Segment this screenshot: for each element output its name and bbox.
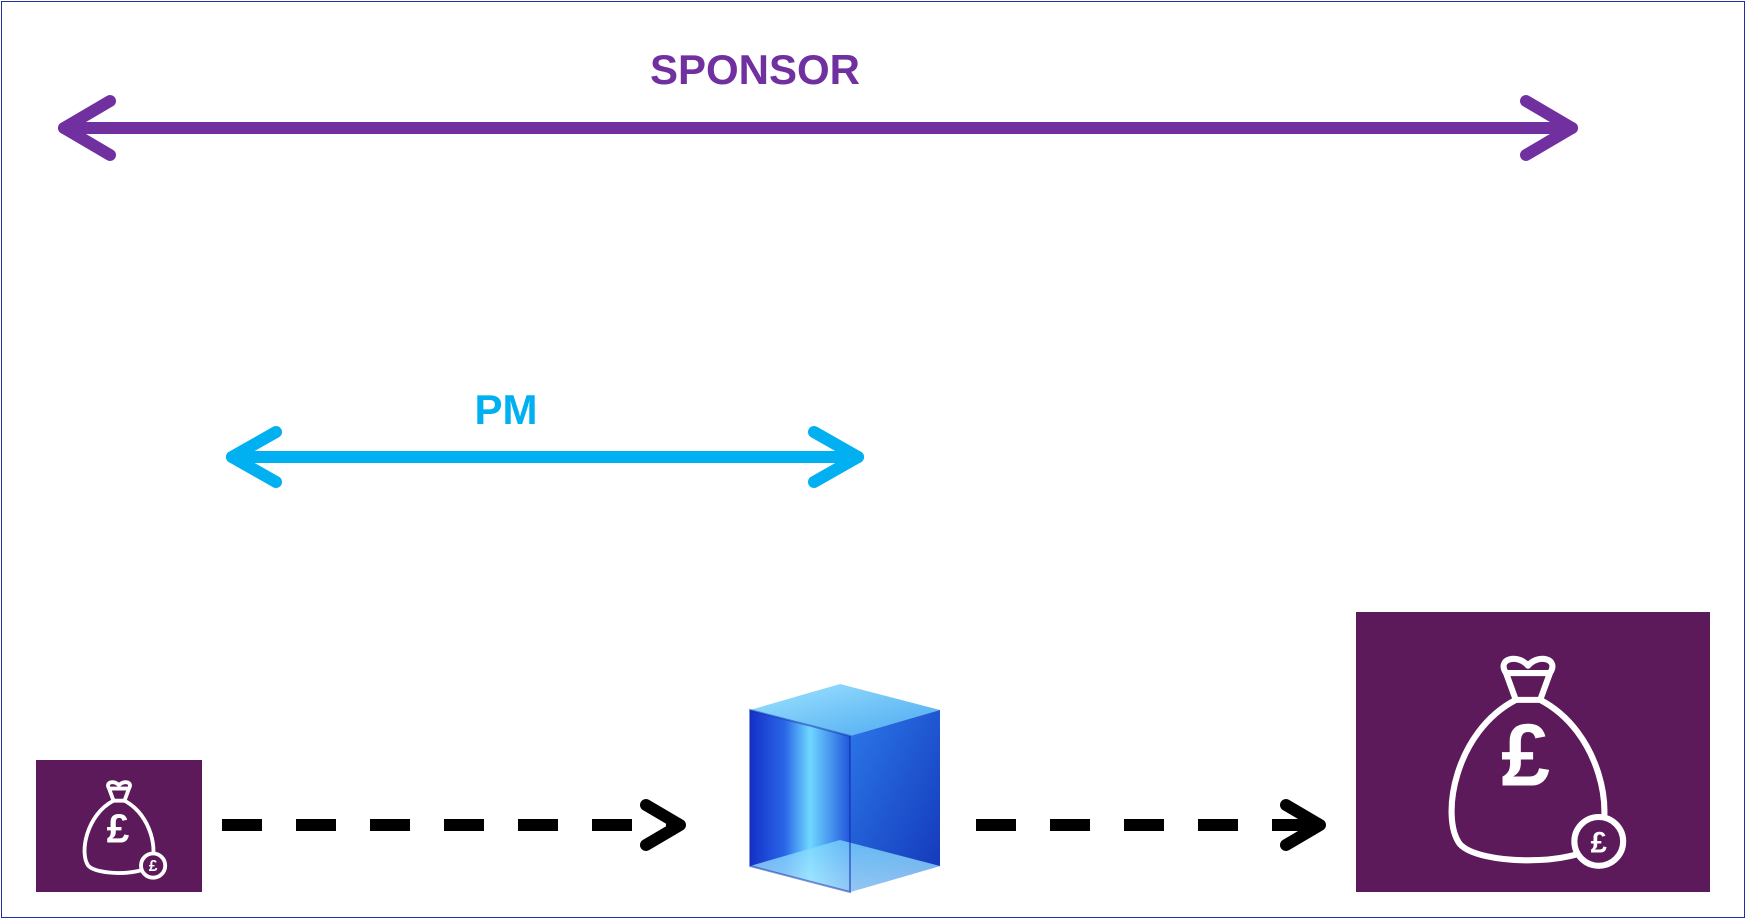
pm-scope-arrow	[226, 426, 864, 488]
money-bag-pound-icon: £ £	[82, 780, 168, 880]
flow-arrow-in	[222, 799, 686, 851]
pm-label: PM	[475, 386, 538, 433]
svg-text:£: £	[1501, 705, 1550, 804]
svg-text:£: £	[1591, 826, 1607, 859]
cube-icon	[749, 684, 940, 894]
money-bag-pound-icon: £ £	[1448, 655, 1627, 869]
svg-text:£: £	[107, 806, 130, 852]
input-money-tile: £ £	[36, 760, 202, 892]
sponsor-scope-arrow	[58, 95, 1578, 161]
output-money-tile: £ £	[1356, 612, 1710, 892]
flow-arrow-out	[976, 799, 1326, 851]
svg-text:£: £	[149, 858, 158, 875]
sponsor-label: SPONSOR	[650, 46, 860, 93]
